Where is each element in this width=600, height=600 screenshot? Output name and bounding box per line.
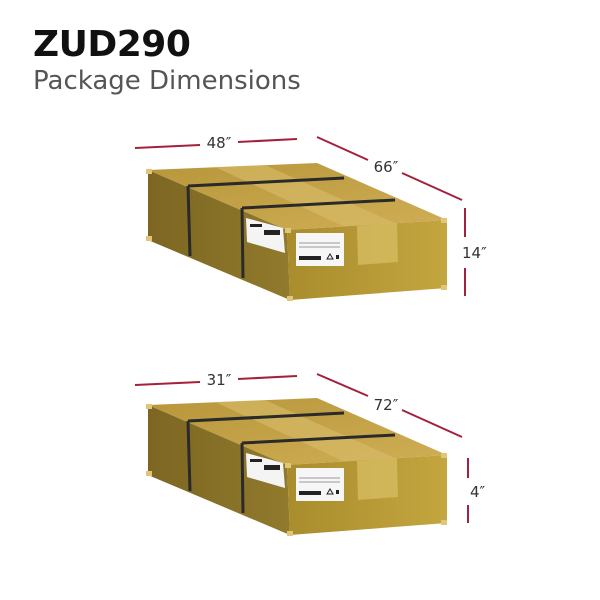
height-label-2: 4″ xyxy=(470,483,486,501)
length-label-2: 72″ xyxy=(374,396,399,414)
package-1: 48″ 66″ 14″ xyxy=(134,134,487,303)
length-label-1: 66″ xyxy=(374,158,399,176)
model-title: ZUD290 xyxy=(33,24,191,65)
box-2-illustration xyxy=(144,396,449,538)
box-1-illustration xyxy=(144,161,449,303)
package-2: 31″ 72″ 4″ xyxy=(134,371,486,538)
width-label-1: 48″ xyxy=(207,134,232,152)
page-subtitle: Package Dimensions xyxy=(33,66,301,96)
height-label-1: 14″ xyxy=(462,244,487,262)
width-label-2: 31″ xyxy=(207,371,232,389)
